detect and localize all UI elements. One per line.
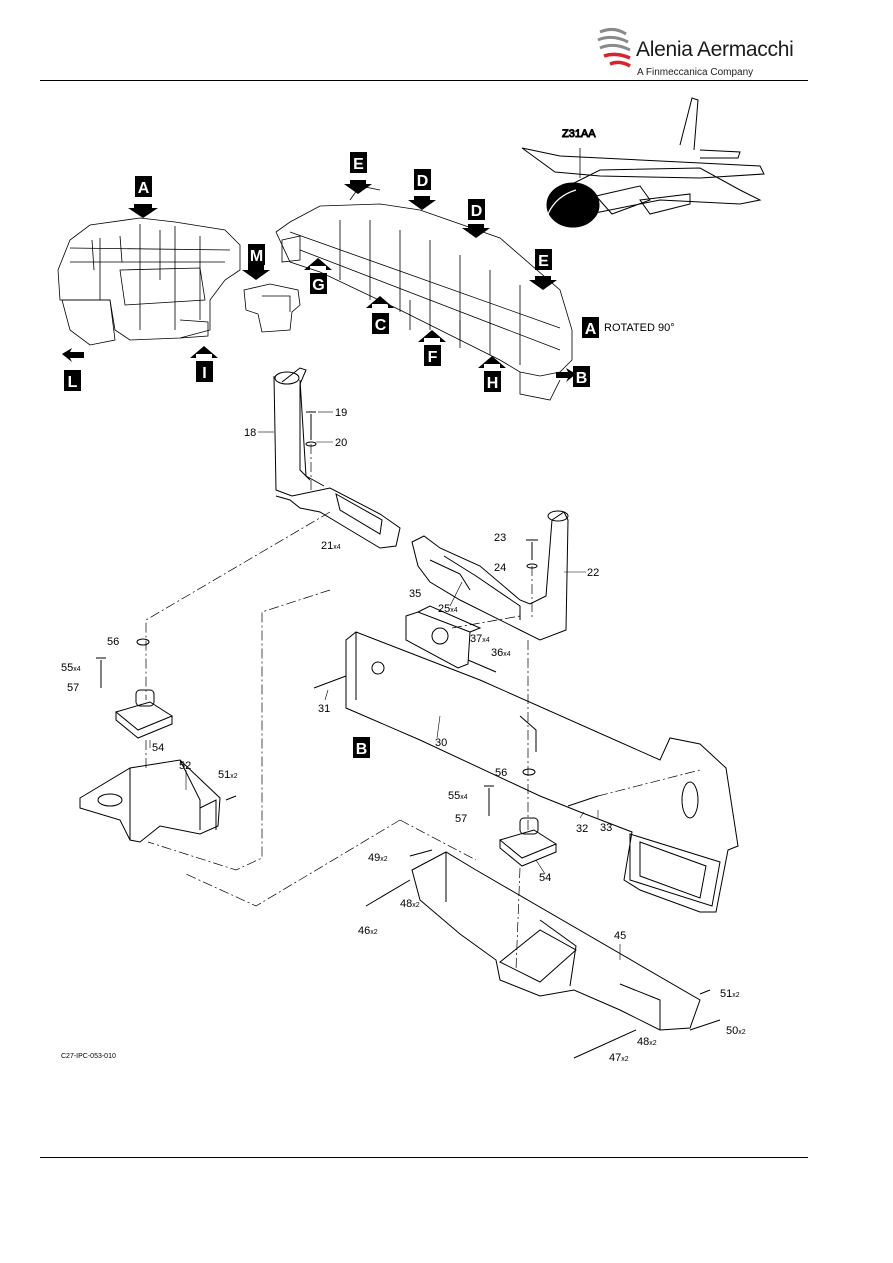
figure-code: C27-IPC-053-010 bbox=[61, 1053, 116, 1060]
callout-51-left: 51x2 bbox=[218, 769, 238, 781]
callout-36: 36x4 bbox=[491, 647, 511, 659]
view-box-f bbox=[424, 345, 441, 366]
view-box-b-top bbox=[573, 366, 590, 387]
view-letter-a: A bbox=[138, 180, 150, 197]
alignment-lines bbox=[145, 444, 701, 971]
view-box-a bbox=[135, 176, 152, 197]
view-box-m bbox=[248, 244, 265, 265]
view-box-d-right bbox=[468, 199, 485, 220]
view-letter-d-left: D bbox=[417, 173, 429, 190]
callout-23: 23 bbox=[494, 532, 506, 544]
forward-frame-assembly bbox=[57, 217, 241, 346]
callout-30: 30 bbox=[435, 737, 447, 749]
callout-55-left: 55x4 bbox=[61, 662, 81, 674]
callout-18: 18 bbox=[244, 427, 256, 439]
view-letter-h: H bbox=[487, 375, 499, 392]
callout-35: 35 bbox=[409, 588, 421, 600]
callout-33: 33 bbox=[600, 822, 612, 834]
view-letter-e-right: E bbox=[538, 253, 549, 270]
company-name: Alenia Aermacchi bbox=[636, 38, 794, 61]
view-letter-c: C bbox=[375, 317, 387, 334]
callout-55-right: 55x4 bbox=[448, 790, 468, 802]
callout-54-left: 54 bbox=[152, 742, 164, 754]
part-18-left-bracket bbox=[273, 367, 401, 549]
part-35-fitting bbox=[405, 605, 482, 669]
view-box-g bbox=[310, 273, 327, 294]
callout-48-lower: 48x2 bbox=[637, 1036, 657, 1048]
leader-lines bbox=[149, 411, 621, 960]
callout-56-left: 56 bbox=[107, 636, 119, 648]
view-box-h bbox=[484, 371, 501, 392]
logo-swoosh-icon bbox=[597, 27, 631, 68]
view-box-i bbox=[196, 361, 213, 382]
callout-37: 37x4 bbox=[470, 633, 490, 645]
view-box-a-rotated bbox=[582, 317, 599, 338]
view-box-l bbox=[64, 370, 81, 391]
callout-57-left: 57 bbox=[67, 682, 79, 694]
view-letter-a-rotated: A bbox=[585, 321, 597, 338]
company-logo: Alenia Aermacchi A Finmeccanica Company bbox=[596, 24, 796, 84]
callout-46: 46x2 bbox=[358, 925, 378, 937]
callout-22: 22 bbox=[587, 567, 599, 579]
view-letter-b-top: B bbox=[576, 370, 588, 387]
view-letter-d-right: D bbox=[471, 203, 483, 220]
callout-20: 20 bbox=[335, 437, 347, 449]
footer-rule bbox=[40, 1157, 808, 1158]
view-box-e-right bbox=[535, 249, 552, 270]
callout-56-right: 56 bbox=[495, 767, 507, 779]
callout-52: 52 bbox=[179, 760, 191, 772]
company-subtitle: A Finmeccanica Company bbox=[637, 67, 754, 78]
view-letter-e-top: E bbox=[353, 156, 364, 173]
header-rule bbox=[40, 80, 808, 81]
aircraft-locator bbox=[521, 97, 765, 228]
callout-47: 47x2 bbox=[609, 1052, 629, 1064]
callout-57-right: 57 bbox=[455, 813, 467, 825]
part-52-support bbox=[79, 759, 221, 843]
callout-49: 49x2 bbox=[368, 852, 388, 864]
part-30-main-beam bbox=[345, 631, 739, 913]
zone-label: Z31AA bbox=[562, 128, 596, 140]
part-22-right-bracket bbox=[411, 510, 569, 641]
callout-51-right: 51x2 bbox=[720, 988, 740, 1000]
view-box-c bbox=[372, 313, 389, 334]
part-54-mount-right bbox=[498, 817, 558, 867]
view-letter-b-detail: B bbox=[356, 741, 368, 758]
callout-32: 32 bbox=[576, 823, 588, 835]
view-arrows bbox=[62, 180, 576, 382]
callout-45: 45 bbox=[614, 930, 626, 942]
view-box-d-left bbox=[414, 169, 431, 190]
view-box-b-detail bbox=[353, 737, 370, 758]
view-letter-m: M bbox=[250, 248, 263, 265]
callout-24: 24 bbox=[494, 562, 506, 574]
rotation-note: ROTATED 90° bbox=[604, 322, 675, 334]
callout-31: 31 bbox=[318, 703, 330, 715]
callout-54-right: 54 bbox=[539, 872, 551, 884]
callout-48-upper: 48x2 bbox=[400, 898, 420, 910]
view-letter-l: L bbox=[68, 374, 78, 391]
part-45-lower-beam bbox=[411, 851, 701, 1031]
callout-21: 21x4 bbox=[321, 540, 341, 552]
callout-25: 25x4 bbox=[438, 603, 458, 615]
view-letter-f: F bbox=[428, 349, 438, 366]
view-letter-g: G bbox=[312, 277, 324, 294]
callout-19: 19 bbox=[335, 407, 347, 419]
part-54-mount-left bbox=[114, 689, 174, 739]
callout-50: 50x2 bbox=[726, 1025, 746, 1037]
bracket-m-view bbox=[243, 283, 301, 333]
view-box-e-top bbox=[350, 152, 367, 173]
fasteners bbox=[96, 411, 721, 1059]
view-letter-i: I bbox=[202, 365, 206, 382]
item-callouts: 18 19 20 21x4 22 23 24 25x4 35 37x4 36x4… bbox=[61, 407, 746, 1064]
